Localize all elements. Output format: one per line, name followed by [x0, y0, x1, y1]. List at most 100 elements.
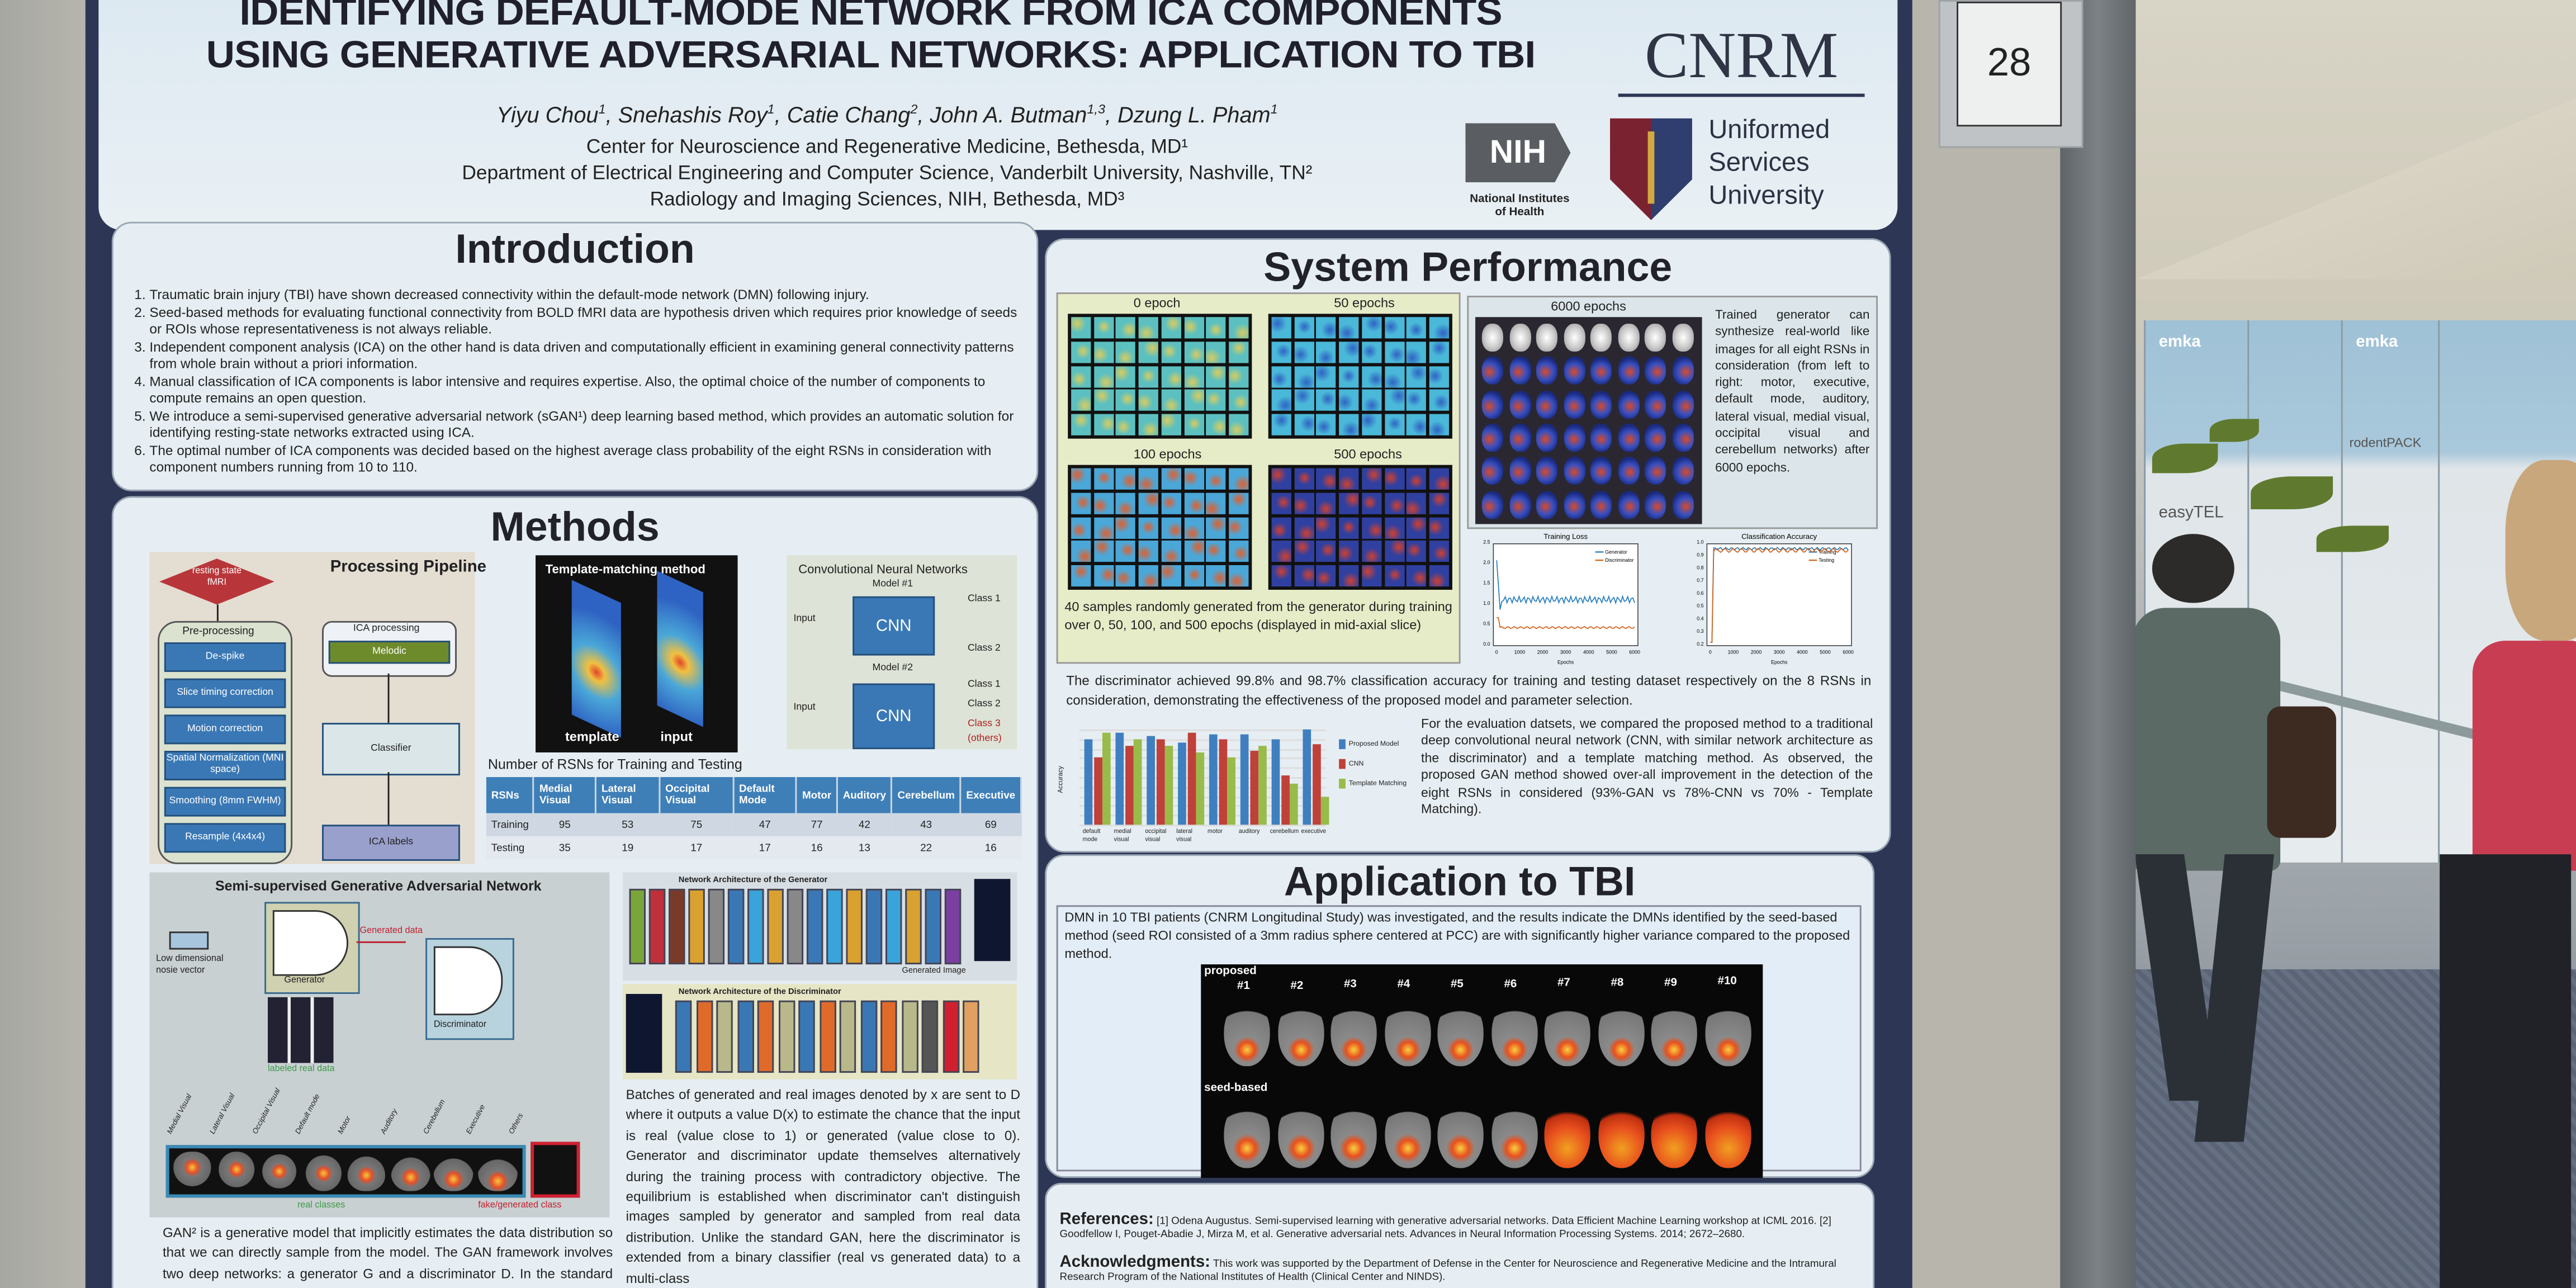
generated-sample	[1339, 414, 1359, 436]
network-layer	[737, 1000, 754, 1073]
bar-template-matching	[1289, 783, 1298, 825]
wall	[0, 0, 99, 1288]
epoch-sample-grid	[1268, 314, 1452, 439]
seed-based-dmn-map	[1544, 1102, 1590, 1168]
introduction-item: Independent component analysis (ICA) on …	[149, 338, 1020, 372]
arrow	[356, 941, 406, 943]
generated-sample	[1317, 468, 1337, 490]
seed-based-dmn-map	[1490, 1102, 1537, 1168]
table-cell: 43	[892, 813, 961, 836]
generated-sample	[1138, 517, 1159, 538]
generated-sample	[1407, 541, 1427, 563]
synthesized-rsn	[1671, 457, 1693, 485]
x-tick-label: 6000	[1629, 650, 1640, 655]
seed-based-dmn-map	[1597, 1102, 1644, 1168]
bar-cnn	[1311, 744, 1320, 825]
usu-line: University	[1708, 182, 1824, 211]
brain-map	[172, 1152, 212, 1191]
generated-sample	[1384, 317, 1404, 339]
y-tick-label: 0.9	[1697, 552, 1703, 558]
generated-sample	[1093, 493, 1114, 514]
table-cell: 42	[837, 813, 892, 836]
generated-sample	[1161, 565, 1181, 587]
legend-swatch	[1339, 759, 1346, 769]
series-line	[1497, 617, 1635, 629]
table-header-cell: Auditory	[837, 777, 893, 813]
synthesized-rsn	[1481, 490, 1504, 519]
synthesized-rsn	[1644, 423, 1666, 452]
network-layer	[629, 888, 646, 965]
network-layer	[716, 1000, 733, 1073]
generated-sample	[1407, 341, 1427, 363]
synthesized-rsn	[1590, 390, 1612, 419]
generator-label: Generator	[284, 976, 325, 986]
generated-sample	[1407, 366, 1427, 387]
generated-sample	[1361, 341, 1381, 363]
generated-sample	[1183, 414, 1204, 436]
person-bag	[2267, 706, 2336, 838]
cnn-model1: CNN	[853, 596, 935, 656]
y-tick-label: 1.5	[1483, 580, 1490, 586]
epochs-caption: 40 samples randomly generated from the g…	[1064, 599, 1452, 632]
bar-cnn	[1218, 738, 1227, 825]
table-cell: 35	[533, 836, 596, 859]
synthesized-rsn	[1590, 490, 1612, 519]
generated-sample	[1093, 341, 1114, 363]
generated-sample	[1294, 317, 1314, 339]
booth-number: 28	[1957, 1, 2062, 127]
bar-proposed-model	[1209, 735, 1218, 825]
generated-sample	[1093, 366, 1114, 387]
system-performance-section: System Performance 40 samples randomly g…	[1045, 238, 1891, 853]
x-tick-label: 5000	[1606, 650, 1617, 655]
category-label: occipital visual	[1145, 828, 1167, 842]
introduction-heading: Introduction	[455, 226, 695, 273]
synthesized-rsn	[1671, 423, 1693, 452]
generated-sample	[1183, 390, 1204, 411]
generated-sample	[1161, 541, 1181, 563]
generated-sample	[1429, 366, 1449, 387]
synthesized-rsn	[1671, 490, 1693, 519]
subject-label: #1	[1237, 981, 1250, 993]
table-header-cell: Motor	[796, 777, 838, 813]
nih-logo: NIH	[1465, 123, 1571, 183]
network-layer	[944, 888, 962, 965]
synthesized-rsn	[1563, 357, 1585, 385]
x-tick-label: 3000	[1560, 650, 1571, 655]
synthesized-rsn	[1536, 490, 1557, 519]
generated-sample	[1183, 541, 1204, 563]
chart-title: Classification Accuracy	[1741, 532, 1817, 541]
generated-sample	[1361, 390, 1381, 411]
subject-label: #9	[1664, 977, 1677, 988]
methods-section: Methods Processing Pipeline resting stat…	[111, 496, 1039, 1288]
class-label: Motor	[336, 1114, 353, 1135]
bar-template-matching	[1196, 752, 1205, 825]
table-cell: 13	[837, 836, 892, 859]
generated-sample	[1071, 366, 1091, 387]
generated-sample	[1294, 468, 1314, 490]
generated-sample	[1138, 414, 1159, 436]
seed-based-dmn-map	[1330, 1102, 1377, 1168]
table-header-cell: Medial Visual	[533, 777, 597, 813]
synthesized-rsn	[1617, 457, 1639, 485]
synthesized-rsn	[1617, 390, 1639, 419]
generated-sample	[1228, 341, 1249, 363]
discriminator-box	[425, 938, 514, 1040]
generated-sample	[1384, 414, 1404, 436]
generated-sample	[1206, 541, 1226, 563]
generated-sample	[1429, 317, 1449, 339]
generated-sample	[1183, 493, 1204, 514]
person-hair	[2505, 460, 2576, 641]
generated-data-label: Generated data	[359, 926, 423, 937]
acknowledgments-body: This work was supported by the Departmen…	[1059, 1258, 1836, 1284]
generated-sample	[1384, 366, 1404, 387]
category-label: default mode	[1082, 828, 1101, 842]
dmn-comparison-image: proposed seed-based #1#2#3#4#5#6#7#8#9#1…	[1201, 964, 1763, 1178]
author-name: John A. Butman	[930, 102, 1087, 127]
pipeline-step: De-spike	[164, 642, 286, 672]
generated-sample	[1429, 541, 1449, 563]
generated-sample	[1093, 317, 1114, 339]
generated-sample	[1206, 317, 1226, 339]
y-tick-label: 1.0	[1697, 539, 1703, 545]
